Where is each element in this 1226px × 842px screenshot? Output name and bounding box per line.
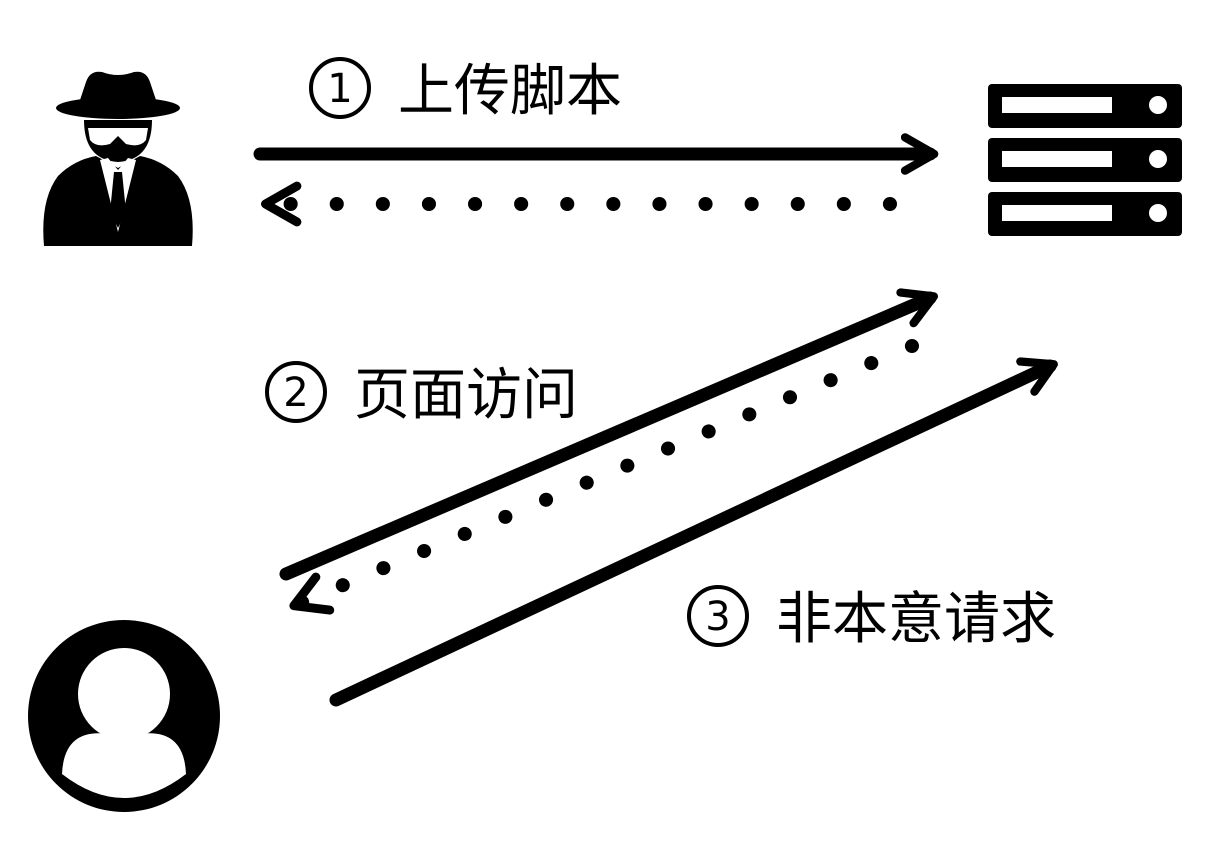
step-1-number: 1 [327,66,352,112]
unintended-request-arrow [329,357,1058,707]
step-2-text: 页面访问 [354,363,578,428]
user-icon [28,620,220,812]
server-icon [988,84,1182,236]
page-visit-arrow [279,288,938,581]
step-3-number: 3 [705,594,730,640]
step-2-label: 2 页面访问 [265,361,578,428]
step-3-text: 非本意请求 [776,587,1056,652]
step-1-label: 1 上传脚本 [309,57,622,124]
step-3-label: 3 非本意请求 [687,585,1056,652]
step-2-number: 2 [283,370,308,416]
step-1-text: 上传脚本 [398,59,622,124]
hacker-icon [43,71,193,246]
